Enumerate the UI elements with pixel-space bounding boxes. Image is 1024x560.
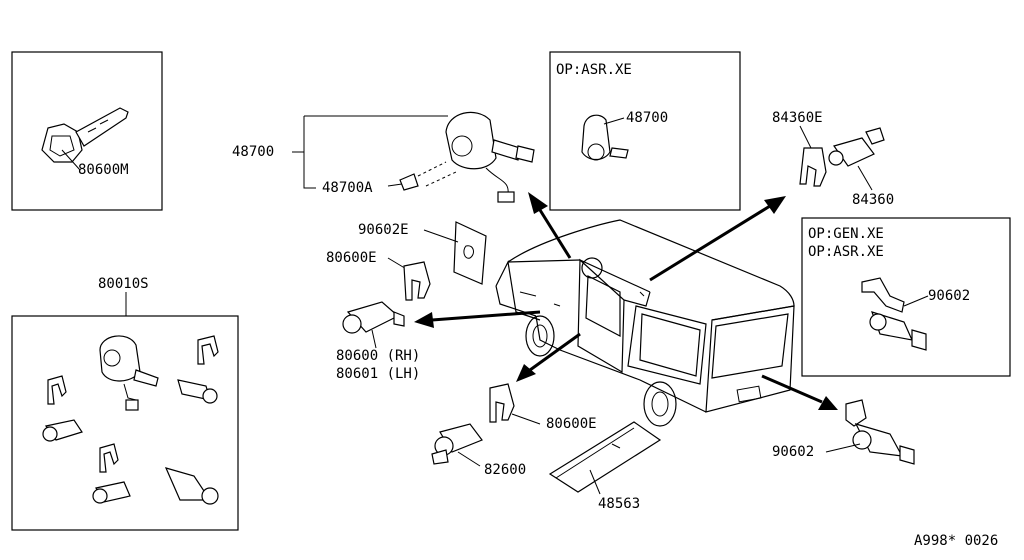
door-clip-lower-label: 80600E bbox=[546, 416, 597, 432]
key-label: 80600M bbox=[78, 162, 129, 178]
kit-box: 80010S bbox=[11, 276, 239, 531]
rear-lock-label: 90602 bbox=[772, 444, 814, 460]
key-drawing bbox=[41, 107, 129, 163]
door-clip-lower-part: 80600E bbox=[489, 383, 597, 432]
kit-label: 80010S bbox=[98, 276, 149, 292]
hatch-lock-parts: 84360E 84360 bbox=[772, 110, 894, 208]
door-clip-upper-part: 80600E bbox=[326, 250, 431, 301]
rear-option-line2: OP:ASR.XE bbox=[808, 244, 884, 260]
ignition-option-drawing bbox=[581, 114, 629, 161]
hatch-lock-label: 84360 bbox=[852, 192, 894, 208]
ignition-option-title: OP:ASR.XE bbox=[556, 62, 632, 78]
key-box: 80600M bbox=[11, 51, 163, 211]
ignition-option-part-label: 48700 bbox=[626, 110, 668, 126]
ignition-assembly bbox=[399, 111, 535, 203]
door-lock-part: 80600 (RH) 80601 (LH) bbox=[336, 301, 420, 382]
hatch-clip-label: 84360E bbox=[772, 110, 823, 126]
figure-code: A998* 0026 bbox=[914, 533, 998, 549]
ignition-label: 48700 bbox=[232, 144, 274, 160]
rear-lock-part: 90602 bbox=[772, 399, 915, 465]
rear-option-box: OP:GEN.XE OP:ASR.XE 90602 bbox=[801, 217, 1011, 377]
side-lock-part: 82600 bbox=[431, 423, 526, 478]
van-drawing bbox=[495, 219, 795, 427]
callout-arrows bbox=[414, 192, 838, 410]
door-lock-rh-label: 80600 (RH) bbox=[336, 348, 420, 364]
side-lock-label: 82600 bbox=[484, 462, 526, 478]
kit-ignition-drawing bbox=[99, 335, 159, 411]
kit-clip-drawing bbox=[47, 335, 219, 473]
glove-lid-label: 48563 bbox=[598, 496, 640, 512]
gasket-label: 90602E bbox=[358, 222, 409, 238]
rear-option-line1: OP:GEN.XE bbox=[808, 226, 884, 242]
ignition-option-box: OP:ASR.XE 48700 bbox=[549, 51, 741, 211]
hatch-lock-drawing bbox=[828, 127, 885, 167]
door-clip-upper-label: 80600E bbox=[326, 250, 377, 266]
ignition-harness-label: 48700A bbox=[322, 180, 373, 196]
door-lock-lh-label: 80601 (LH) bbox=[336, 366, 420, 382]
gasket-part: 90602E bbox=[358, 221, 487, 285]
rear-option-part-label: 90602 bbox=[928, 288, 970, 304]
kit-cylinder-drawing bbox=[42, 379, 219, 505]
rear-option-drawing bbox=[861, 277, 927, 351]
glove-lid-part: 48563 bbox=[548, 421, 662, 512]
